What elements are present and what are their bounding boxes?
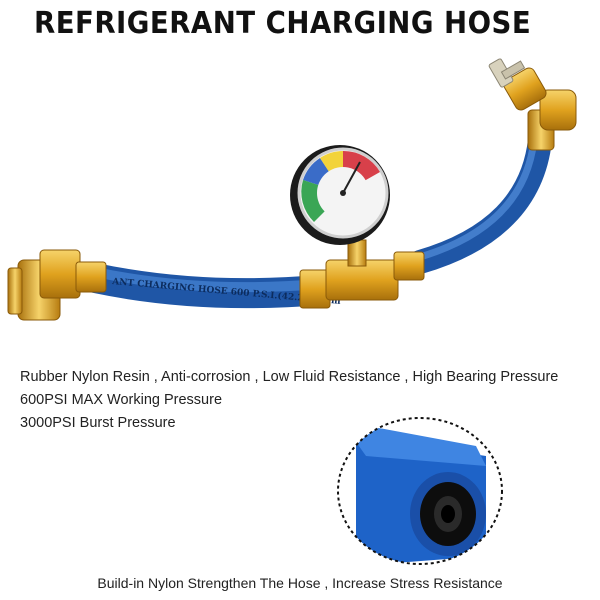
hose-upper [408,128,552,274]
feature-item: Rubber Nylon Resin , Anti-corrosion , Lo… [20,369,559,385]
t-junction [299,239,425,309]
hose-main [80,263,335,309]
left-coupler [7,249,107,321]
product-image: ANT CHARGING HOSE 600 P.S.I.(42.25kg/cm [7,58,577,321]
page-title: REFRIGERANT CHARGING HOSE [34,6,532,41]
feature-item: 600PSI MAX Working Pressure [20,392,223,408]
top-valve [488,58,577,151]
pressure-gauge [290,145,390,245]
feature-item: 3000PSI Burst Pressure [20,415,176,431]
hose-closeup-image [337,417,503,565]
feature-list: Rubber Nylon Resin , Anti-corrosion , Lo… [20,366,558,435]
caption: Build-in Nylon Strengthen The Hose , Inc… [97,575,503,591]
